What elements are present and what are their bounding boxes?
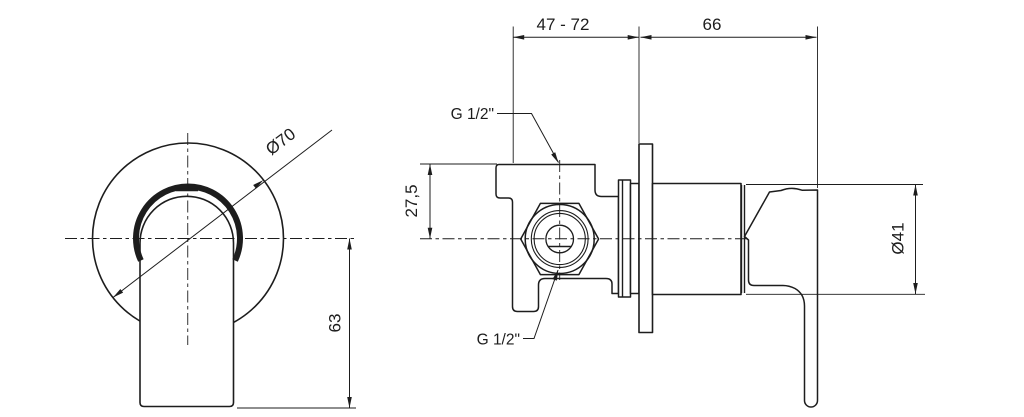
thread-callout-bottom: G 1/2" — [477, 268, 561, 349]
dim-height-63: 63 — [237, 238, 356, 409]
lever-handle-side — [743, 187, 819, 408]
dim-depth-range: 47 - 72 — [512, 15, 640, 163]
dim-length-66: 66 — [640, 15, 818, 188]
wall-flange — [638, 143, 654, 334]
lever-handle-front — [139, 195, 235, 408]
thread-callout-bottom-label: G 1/2" — [477, 332, 520, 349]
dim-diameter-41: Ø41 — [746, 184, 925, 295]
dim-height-63-label: 63 — [326, 314, 345, 333]
dim-length-66-label: 66 — [703, 15, 722, 34]
dim-offset-27-5-label: 27,5 — [402, 184, 421, 217]
thread-callout-top-label: G 1/2" — [451, 106, 494, 123]
dim-diameter-70-label: Ø70 — [262, 124, 299, 159]
front-view: Ø70 63 — [65, 124, 357, 409]
dim-offset-27-5: 27,5 — [402, 163, 497, 239]
dim-diameter-41-label: Ø41 — [889, 222, 908, 254]
dim-depth-range-label: 47 - 72 — [537, 15, 590, 34]
side-view: 47 - 72 66 27,5 Ø41 — [402, 15, 925, 408]
thread-callout-top: G 1/2" — [451, 106, 561, 165]
